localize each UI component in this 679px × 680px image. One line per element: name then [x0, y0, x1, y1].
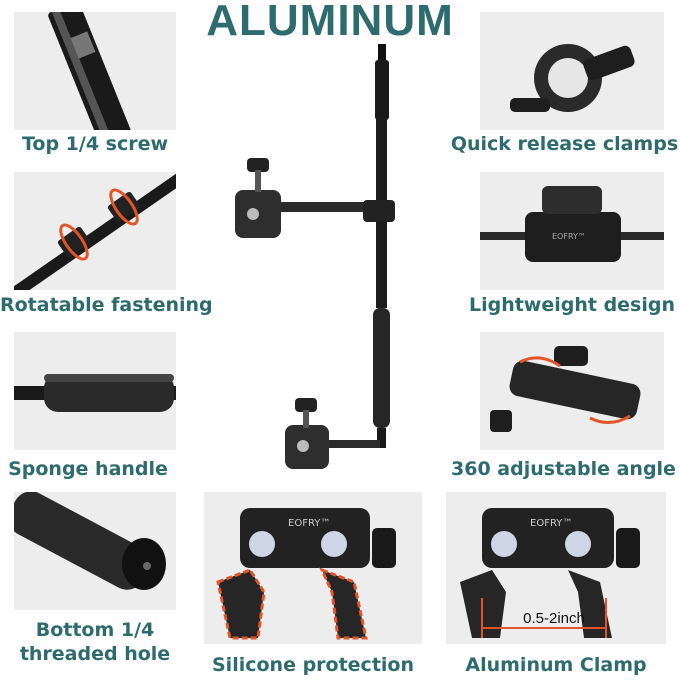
caption-sponge: Sponge handle — [8, 458, 168, 480]
caption-top-screw: Top 1/4 screw — [21, 133, 169, 155]
pole-with-clamps-image — [235, 44, 395, 469]
silicone-image: EOFRY™ — [216, 508, 396, 640]
page-title: ALUMINUM — [206, 0, 454, 45]
adjustable-angle-image — [490, 346, 641, 432]
quick-release-image — [510, 44, 635, 112]
brand-text: EOFRY™ — [530, 518, 572, 529]
tile-quick-release — [480, 12, 664, 130]
sponge-image — [14, 374, 176, 412]
brand-text: EOFRY™ — [552, 232, 586, 241]
measure-label: 0.5-2inch — [523, 610, 585, 627]
tile-rotatable — [14, 172, 176, 290]
tile-aluminum-clamp: EOFRY™ 0.5-2inch — [446, 492, 666, 644]
lightweight-image: EOFRY™ — [480, 186, 664, 262]
top-screw-image — [48, 12, 138, 130]
rotatable-image — [14, 173, 176, 290]
caption-quick-release: Quick release clamps — [450, 133, 679, 155]
caption-angle: 360 adjustable angle — [451, 458, 676, 480]
caption-lightweight: Lightweight design — [468, 294, 676, 316]
tile-bottom — [14, 492, 176, 610]
tile-silicone: EOFRY™ — [204, 492, 422, 644]
bottom-hole-image — [14, 492, 166, 590]
tile-top-screw — [14, 12, 176, 130]
caption-aluminum-clamp: Aluminum Clamp — [465, 654, 647, 676]
tile-angle — [480, 332, 664, 450]
brand-text: EOFRY™ — [288, 518, 330, 529]
tile-sponge — [14, 332, 176, 450]
center-product — [195, 40, 460, 480]
aluminum-clamp-image: EOFRY™ — [460, 508, 640, 638]
caption-bottom-line1: Bottom 1/4 — [35, 619, 155, 641]
caption-silicone: Silicone protection — [212, 654, 414, 676]
tile-lightweight: EOFRY™ — [480, 172, 664, 290]
caption-bottom-line2: threaded hole — [19, 643, 171, 665]
caption-rotatable: Rotatable fastening — [0, 294, 213, 316]
